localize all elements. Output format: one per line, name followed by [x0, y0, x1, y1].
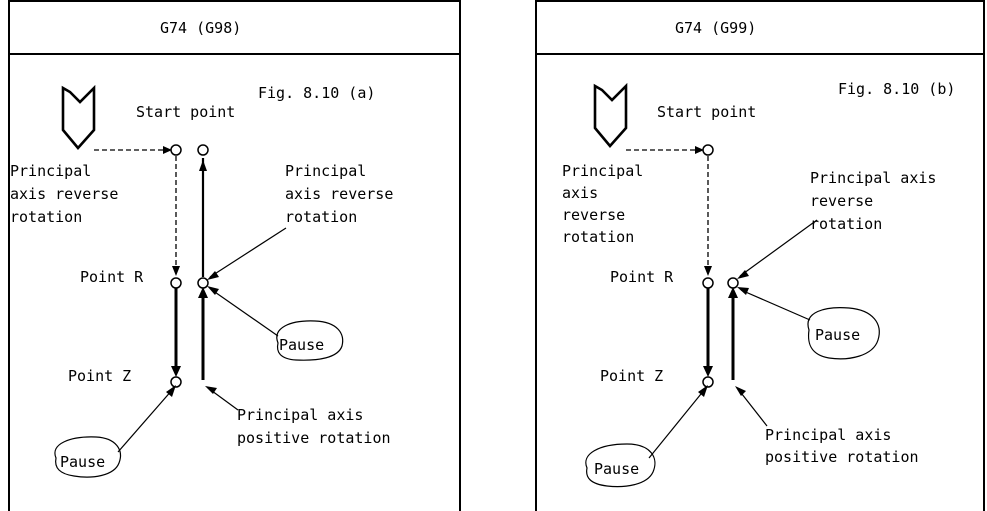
svg-text:axis: axis — [562, 184, 598, 202]
panel-b-frame — [535, 0, 985, 511]
point-z-label: Point Z — [68, 367, 131, 385]
feed-return-arrowhead — [198, 287, 208, 298]
right-rotation-note: Principal axis reverse rotation — [285, 162, 393, 226]
svg-text:rotation: rotation — [285, 208, 357, 226]
right-rotation-note: Principal axis reverse rotation — [810, 169, 936, 233]
point-z-label: Point Z — [600, 367, 663, 385]
pause-bottom-bubble — [585, 443, 656, 488]
feed-return-arrowhead — [728, 287, 738, 298]
point-r-marker — [702, 277, 714, 289]
svg-text:axis reverse: axis reverse — [285, 185, 393, 203]
panel-a: G74 (G98) Fig. 8.10 (a) Start point Prin… — [0, 0, 468, 511]
start-point-label: Start point — [657, 103, 756, 121]
svg-text:rotation: rotation — [562, 228, 634, 246]
pause-bottom-label: Pause — [594, 460, 639, 478]
pause-right-leader-arrowhead — [737, 287, 749, 295]
pause-right-bubble — [807, 307, 880, 360]
svg-text:rotation: rotation — [10, 208, 82, 226]
pause-right-label: Pause — [279, 336, 324, 354]
svg-text:Principal axis: Principal axis — [765, 426, 891, 444]
positive-note-leader — [737, 388, 768, 427]
right-note-leader-arrowhead — [207, 271, 219, 280]
panel-a-diagram: G74 (G98) Fig. 8.10 (a) Start point Prin… — [8, 0, 461, 511]
svg-text:rotation: rotation — [810, 215, 882, 233]
right-note-leader-arrowhead — [737, 270, 749, 279]
positive-rotation-note: Principal axis positive rotation — [237, 406, 391, 447]
panel-b: G74 (G99) Fig. 8.10 (b) Start point Prin… — [527, 0, 987, 511]
positive-note-leader-arrowhead — [205, 386, 217, 394]
panel-a-header: G74 (G98) — [160, 19, 241, 37]
panel-a-figure-label: Fig. 8.10 (a) — [258, 84, 375, 102]
pause-right-leader-arrowhead — [207, 286, 219, 295]
initial-return-marker — [197, 144, 209, 156]
pause-bottom-bubble — [54, 436, 121, 478]
approach-arrowhead — [163, 146, 172, 154]
approach-arrowhead — [695, 146, 704, 154]
start-point-label: Start point — [136, 103, 235, 121]
left-rotation-note: Principal axis reverse rotation — [562, 162, 643, 246]
start-point-marker — [170, 144, 182, 156]
point-r-return-marker — [727, 277, 739, 289]
pause-bottom-leader — [648, 388, 706, 459]
svg-text:Principal: Principal — [285, 162, 366, 180]
tool-icon — [61, 84, 96, 150]
rapid-descent-arrowhead — [172, 266, 180, 276]
svg-text:axis reverse: axis reverse — [10, 185, 118, 203]
left-rotation-note: Principal axis reverse rotation — [10, 162, 118, 226]
point-r-label: Point R — [610, 268, 674, 286]
point-z-marker — [170, 376, 182, 388]
pause-right-bubble — [276, 320, 344, 361]
svg-text:Principal: Principal — [562, 162, 643, 180]
svg-text:Principal: Principal — [10, 162, 91, 180]
point-z-marker — [702, 376, 714, 388]
panel-b-header: G74 (G99) — [675, 19, 756, 37]
svg-text:reverse: reverse — [810, 192, 873, 210]
positive-note-leader-arrowhead — [735, 386, 746, 396]
point-r-label: Point R — [80, 268, 144, 286]
panel-b-diagram: G74 (G99) Fig. 8.10 (b) Start point Prin… — [535, 0, 985, 511]
pause-right-leader — [740, 289, 811, 321]
rapid-return-arrowhead — [199, 160, 207, 171]
point-r-return-marker — [197, 277, 209, 289]
right-note-leader — [209, 227, 287, 278]
feed-descent-arrowhead — [703, 366, 713, 377]
rapid-descent-arrowhead — [704, 266, 712, 276]
right-note-leader — [739, 219, 818, 277]
pause-bottom-label: Pause — [60, 453, 105, 471]
svg-text:Principal axis: Principal axis — [810, 169, 936, 187]
panel-a-frame — [8, 0, 461, 511]
svg-text:Principal axis: Principal axis — [237, 406, 363, 424]
point-r-marker — [170, 277, 182, 289]
svg-text:reverse: reverse — [562, 206, 625, 224]
pause-right-label: Pause — [815, 326, 860, 344]
pause-bottom-leader-arrowhead — [166, 385, 176, 397]
positive-rotation-note: Principal axis positive rotation — [765, 426, 919, 466]
feed-descent-arrowhead — [171, 366, 181, 377]
svg-text:positive rotation: positive rotation — [765, 448, 919, 466]
start-point-marker — [702, 144, 714, 156]
pause-bottom-leader-arrowhead — [698, 385, 708, 397]
pause-bottom-leader — [117, 388, 174, 453]
svg-text:positive rotation: positive rotation — [237, 429, 391, 447]
tool-icon — [593, 82, 628, 148]
pause-right-leader — [211, 289, 279, 337]
panel-b-figure-label: Fig. 8.10 (b) — [838, 80, 955, 98]
